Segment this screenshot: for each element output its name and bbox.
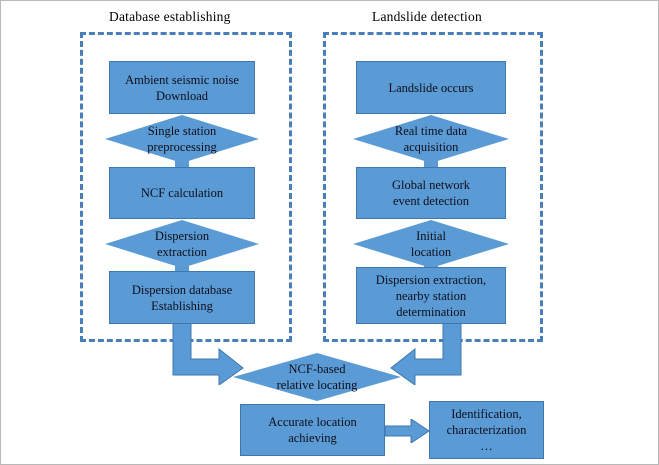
- node-line-1: Identification,: [451, 407, 522, 421]
- node-identification-characterization[interactable]: Identification, characterization …: [429, 401, 544, 459]
- node-line-3: determination: [396, 304, 466, 319]
- node-line-2: event detection: [392, 194, 469, 208]
- node-line-1: Accurate location: [268, 415, 357, 429]
- node-landslide-occurs[interactable]: Landslide occurs: [356, 61, 506, 114]
- node-line-2: Download: [155, 88, 209, 103]
- node-real-time-data-acquisition[interactable]: Real time data acquisition: [353, 115, 509, 163]
- elbow-arrow-right-to-merge: [387, 323, 467, 385]
- node-line-1: Real time data: [394, 124, 468, 138]
- node-label: Single station preprocessing: [147, 123, 216, 155]
- node-dispersion-extraction-nearby-station[interactable]: Dispersion extraction, nearby station de…: [356, 267, 506, 324]
- node-line-2: location: [410, 245, 452, 259]
- node-line-1: Dispersion database: [131, 282, 233, 297]
- node-line-2: characterization: [446, 423, 527, 437]
- group-title-landslide-detection: Landslide detection: [372, 9, 482, 24]
- node-line-1: NCF calculation: [140, 186, 224, 200]
- node-ambient-noise-download[interactable]: [109, 61, 255, 114]
- node-line-2: preprocessing: [147, 140, 217, 154]
- node-line-2: relative locating: [276, 378, 358, 392]
- node-line-1: Ambient seismic noise: [125, 72, 239, 87]
- node-line-1: NCF-based: [288, 362, 346, 376]
- node-line-2: extraction: [157, 245, 207, 259]
- node-line-2: acquisition: [403, 140, 459, 154]
- node-dispersion-extraction[interactable]: Dispersion extraction: [105, 220, 259, 268]
- node-line-1: Initial: [416, 229, 446, 243]
- node-accurate-location-achieving[interactable]: Accurate location achieving: [240, 404, 385, 456]
- node-ncf-based-relative-locating[interactable]: NCF-based relative locating: [233, 353, 401, 401]
- node-dispersion-database-establishing[interactable]: Dispersion database Establishing: [109, 271, 255, 324]
- node-line-2: Establishing: [151, 298, 213, 313]
- node-label: Dispersion extraction: [155, 228, 209, 260]
- node-global-network-event-detection[interactable]: Global network event detection: [356, 167, 506, 219]
- arrow-accurate-to-identification: [385, 419, 430, 443]
- dashed-group-landslide-detection: [323, 32, 543, 342]
- node-line-1: Landslide occurs: [388, 80, 474, 95]
- group-title-database-establishing: Database establishing: [109, 9, 231, 24]
- node-line-1: Global network: [391, 178, 471, 192]
- elbow-arrow-left-to-merge: [167, 323, 247, 385]
- node-line-2: achieving: [288, 431, 337, 445]
- node-ambient-noise-download-text: Ambient seismic noise Download: [109, 61, 255, 114]
- node-initial-location[interactable]: Initial location: [353, 220, 509, 268]
- node-label: Initial location: [411, 228, 451, 260]
- node-line-1: Single station: [147, 124, 217, 138]
- node-label: Real time data acquisition: [395, 123, 467, 155]
- node-line-1: Dispersion: [154, 229, 210, 243]
- node-single-station-preprocessing[interactable]: Single station preprocessing: [105, 115, 259, 163]
- node-line-2: nearby station: [395, 288, 467, 303]
- node-ncf-calculation[interactable]: NCF calculation: [109, 167, 255, 219]
- node-line-3: …: [480, 439, 493, 453]
- node-line-1: Dispersion extraction,: [375, 272, 487, 287]
- node-label: NCF-based relative locating: [277, 361, 358, 393]
